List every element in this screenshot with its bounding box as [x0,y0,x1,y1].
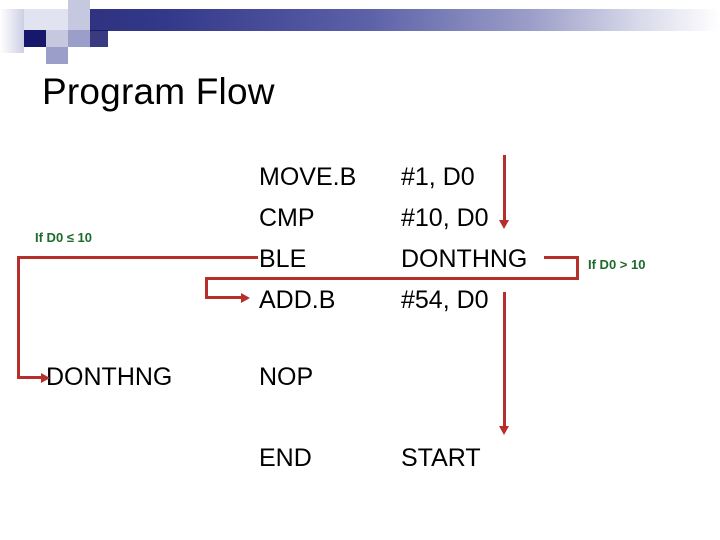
header-tile-pale-a [46,9,68,30]
header-tile-pale-b [24,9,46,30]
header-tile-light-a [46,30,68,47]
header-tile-mid-a [46,47,68,64]
header-tile-fade [0,9,24,53]
header-decoration [0,0,720,64]
branch-taken-segment-vertical [17,256,20,379]
code-arg-2: DONTHNG [401,245,528,273]
code-arg-1: #10, D0 [401,204,489,232]
header-tile-mid-b [68,30,90,47]
code-op-1: CMP [259,204,315,232]
code-op-4: NOP [259,363,314,391]
code-op-3: ADD.B [259,286,336,314]
fallthrough-segment-horizontal-mid [205,277,579,280]
page-title: Program Flow [42,71,275,112]
sequence-arrow-lower-head [499,426,509,435]
fallthrough-segment-vertical-right [576,256,579,280]
code-op-0: MOVE.B [259,163,357,191]
fallthrough-arrowhead [241,293,250,303]
sequence-arrow-upper-head [499,220,509,229]
code-arg-5: START [401,444,481,472]
header-tile-dark-b [90,30,108,47]
code-label-4: DONTHNG [46,363,173,391]
code-op-2: BLE [259,245,307,273]
fallthrough-segment-horizontal-top [544,256,579,259]
branch-taken-arrowhead [41,373,50,383]
sequence-arrow-lower-shaft [503,292,506,428]
header-tile-light-c [68,9,90,30]
condition-label-less-equal: If D0 ≤ 10 [35,230,92,245]
fallthrough-segment-horizontal-bottom [205,296,243,299]
code-arg-3: #54, D0 [401,286,489,314]
fallthrough-segment-vertical-left [205,277,208,299]
condition-label-greater: If D0 > 10 [588,257,646,272]
branch-taken-segment-horizontal-bottom [17,376,43,379]
header-tile-dark [24,30,46,47]
branch-taken-segment-horizontal-top [17,256,258,259]
sequence-arrow-upper-shaft [503,155,506,222]
header-gradient-bar [43,9,720,31]
code-arg-0: #1, D0 [401,163,475,191]
header-tile-light-b [68,0,90,9]
code-op-5: END [259,444,312,472]
